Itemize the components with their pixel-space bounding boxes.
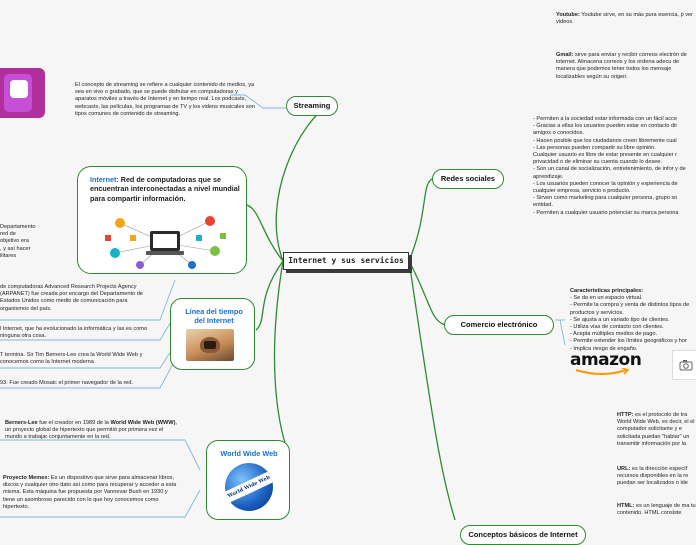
www-title: World Wide Web xyxy=(220,449,278,458)
camera-icon xyxy=(679,360,693,371)
memex-text: Proyecto Memex: Es un dispositivo que si… xyxy=(3,475,177,510)
html-text: HTML: es un lenguaje de ma tu contenido.… xyxy=(617,503,696,517)
internet-definition-text: Red de computadoras que se encuentran in… xyxy=(90,175,240,203)
network-illustration xyxy=(105,216,226,269)
timeline-title: Línea del tiempo del Internet xyxy=(185,307,243,325)
berners-lee-text: Berners-Lee fue el creador en 1989 de la… xyxy=(5,420,177,441)
internet-definition-card[interactable]: Internet: Red de computadoras que se enc… xyxy=(77,166,247,274)
youtube-text: Youtube: Youtube sirve, en su más pura e… xyxy=(556,12,694,26)
comercio-caracteristicas: Características principales: - Se da en … xyxy=(570,288,690,352)
globe-icon: World Wide Web xyxy=(225,463,273,511)
timeline-item-3: T termina. Sir Tim Berners-Lee crea la W… xyxy=(0,352,143,366)
topic-comercio-electronico[interactable]: Comercio electrónico xyxy=(444,315,554,335)
timeline-item-2: l Internet, que ha evolucionado la infor… xyxy=(0,326,148,340)
http-text: HTTP: es el protocolo de tra World Wide … xyxy=(617,412,695,447)
url-text: URL: es la dirección específ recursos di… xyxy=(617,466,689,487)
internet-label: Internet: xyxy=(90,175,119,184)
timeline-image xyxy=(186,329,234,361)
timeline-item-1: de computadoras Advanced Research Projec… xyxy=(0,284,143,312)
streaming-image xyxy=(0,68,45,118)
timeline-card[interactable]: Línea del tiempo del Internet xyxy=(170,298,255,370)
central-topic[interactable]: Internet y sus servicios xyxy=(283,252,409,270)
streaming-description: El concepto de streaming se refiere a cu… xyxy=(75,82,255,117)
image-placeholder xyxy=(672,350,696,380)
topic-conceptos-basicos[interactable]: Conceptos básicos de Internet xyxy=(460,525,586,545)
www-card[interactable]: World Wide Web World Wide Web xyxy=(206,440,290,520)
timeline-item-4: 93: Fue creado Mosaic el primer navegado… xyxy=(0,380,134,386)
topic-streaming[interactable]: Streaming xyxy=(286,96,338,116)
left-partial-text: Departamento red de objetivo era , y así… xyxy=(0,224,36,259)
amazon-logo: amazon xyxy=(570,350,642,378)
gmail-text: Gmail: sirve para enviar y recibir corre… xyxy=(556,52,687,80)
redes-sociales-list: - Permiten a la sociedad estar informada… xyxy=(533,116,686,216)
topic-redes-sociales[interactable]: Redes sociales xyxy=(432,169,504,189)
